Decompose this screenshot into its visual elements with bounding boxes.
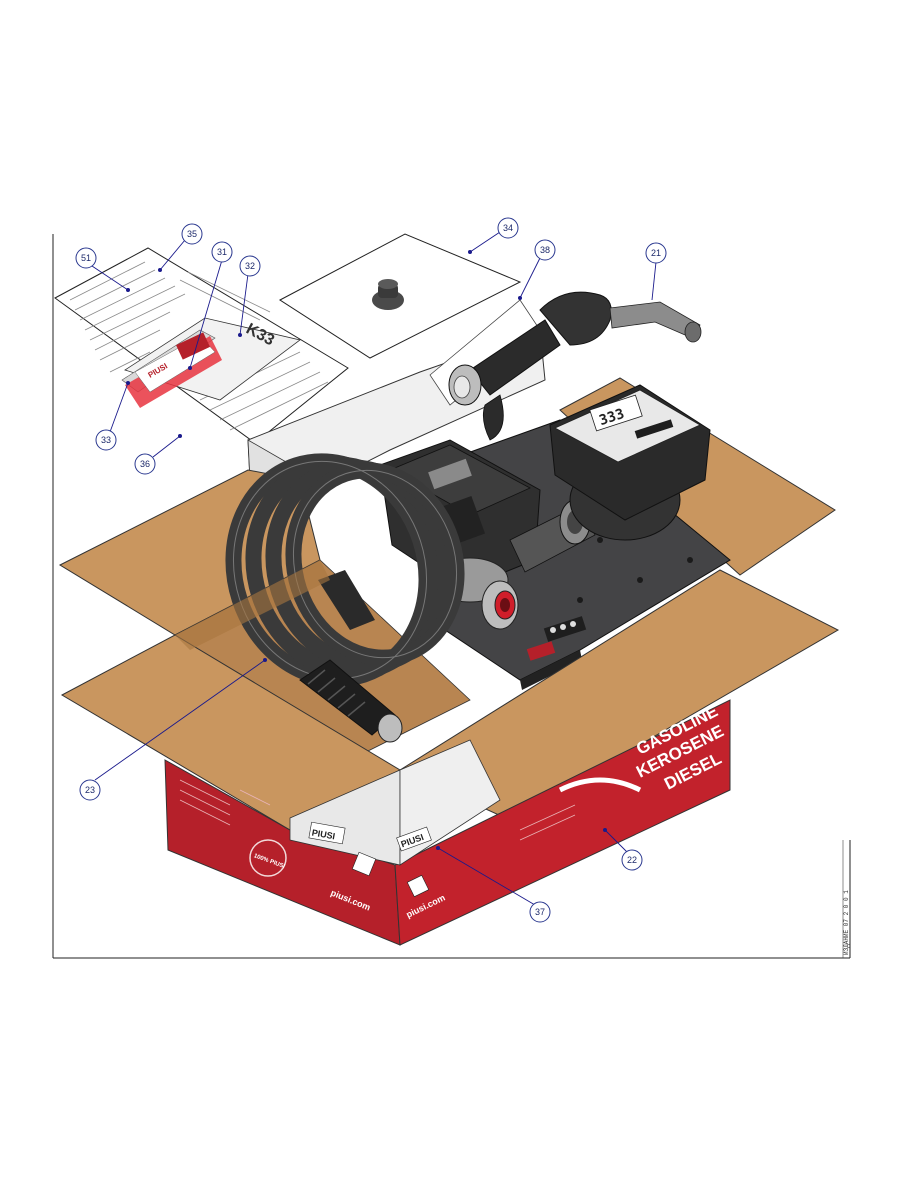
side-edition-text: ИЗДАНИЕ 07 2 0 0 1 [843,890,850,955]
callout-34: 34 [497,217,519,239]
svg-text:33: 33 [101,435,111,445]
callout-37: 37 [529,901,551,923]
manual-sheet: K33 PIUSI [54,247,349,444]
callout-35: 35 [181,223,203,245]
svg-text:35: 35 [187,229,197,239]
callout-31: 31 [211,241,233,263]
dispensing-nozzle [448,291,702,441]
callout-23: 23 [79,779,101,801]
svg-text:23: 23 [85,785,95,795]
callout-32: 32 [239,255,261,277]
callout-22: 22 [621,849,643,871]
svg-text:51: 51 [81,253,91,263]
svg-text:34: 34 [503,223,513,233]
svg-text:38: 38 [540,245,550,255]
drawing-frame: ИЗДАНИЕ 07 2 0 0 1 [52,234,851,959]
leader-dots [126,250,607,850]
svg-text:21: 21 [651,248,661,258]
callout-38: 38 [534,239,556,261]
svg-text:36: 36 [140,459,150,469]
callout-33: 33 [95,429,117,451]
flow-meter: 333 [549,384,711,541]
meter-digits: 333 [597,406,626,429]
callout-51: 51 [75,247,97,269]
svg-text:22: 22 [627,855,637,865]
red-outer-box: PIUSI PIUSI GASOLINE KEROSENE DIESEL 100… [164,699,731,946]
hose-end-spring [299,570,403,743]
svg-text:32: 32 [245,261,255,271]
callout-21: 21 [645,242,667,264]
spare-part-sheet [279,233,522,359]
leader-lines [91,231,657,906]
callout-36: 36 [134,453,156,475]
svg-text:31: 31 [217,247,227,257]
svg-text:37: 37 [535,907,545,917]
box-brand-front: PIUSI [311,827,336,841]
